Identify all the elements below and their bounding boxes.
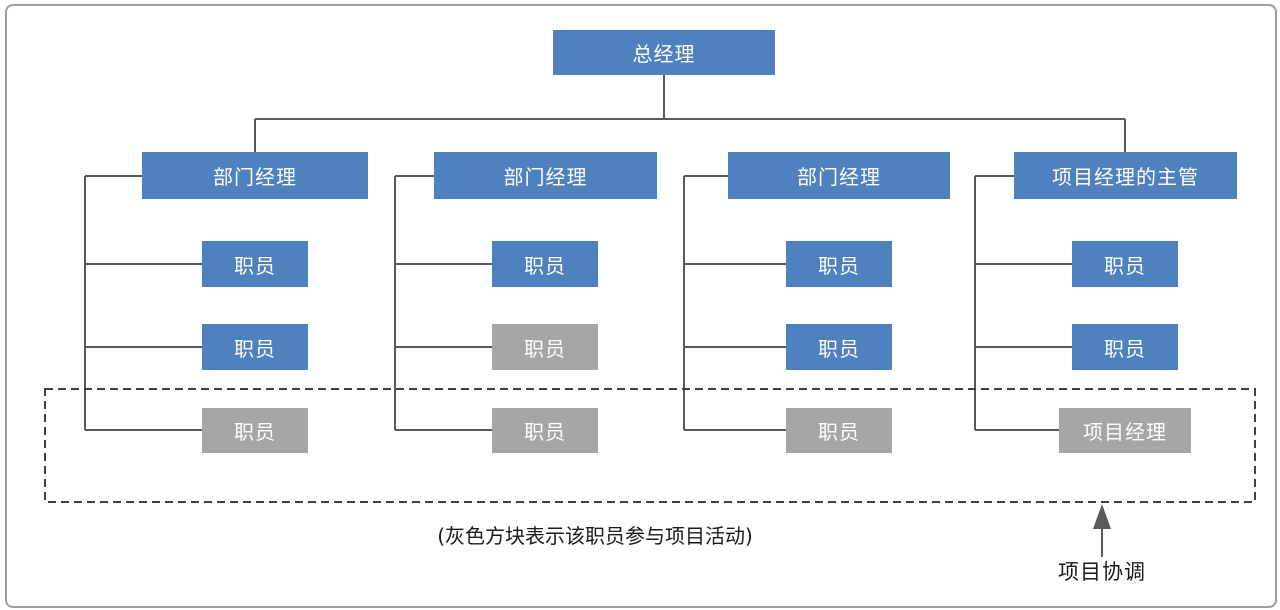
org-node-staff: 职员 <box>1072 324 1178 370</box>
column3-connector-lines <box>683 175 786 431</box>
org-node-staff: 职员 <box>202 408 308 453</box>
column2-connector-lines <box>394 175 492 431</box>
project-boundary-dashed-box <box>44 388 1256 503</box>
org-node-staff: 职员 <box>492 241 598 287</box>
org-node-department-manager-2: 部门经理 <box>434 152 657 199</box>
org-node-staff: 职员 <box>492 324 598 370</box>
org-node-staff: 职员 <box>492 408 598 453</box>
org-node-general-manager: 总经理 <box>553 30 775 75</box>
up-arrow-icon <box>1093 504 1111 529</box>
org-node-department-manager-1: 部门经理 <box>142 152 368 199</box>
diagram-frame-border <box>5 4 1277 608</box>
org-node-staff: 职员 <box>202 241 308 287</box>
column1-connector-lines <box>84 175 202 431</box>
org-node-project-manager: 项目经理 <box>1059 408 1191 453</box>
org-node-staff: 职员 <box>786 324 892 370</box>
org-node-staff: 职员 <box>786 408 892 453</box>
org-node-staff: 职员 <box>202 324 308 370</box>
org-node-staff: 职员 <box>1072 241 1178 287</box>
org-node-department-manager-3: 部门经理 <box>728 152 950 199</box>
project-coordination-label: 项目协调 <box>1058 560 1146 584</box>
root-connector-line <box>254 75 1126 152</box>
column4-connector-lines <box>974 175 1072 431</box>
org-node-project-manager-supervisor: 项目经理的主管 <box>1014 152 1237 199</box>
org-node-staff: 职员 <box>786 241 892 287</box>
legend-caption: (灰色方块表示该职员参与项目活动) <box>437 524 753 548</box>
